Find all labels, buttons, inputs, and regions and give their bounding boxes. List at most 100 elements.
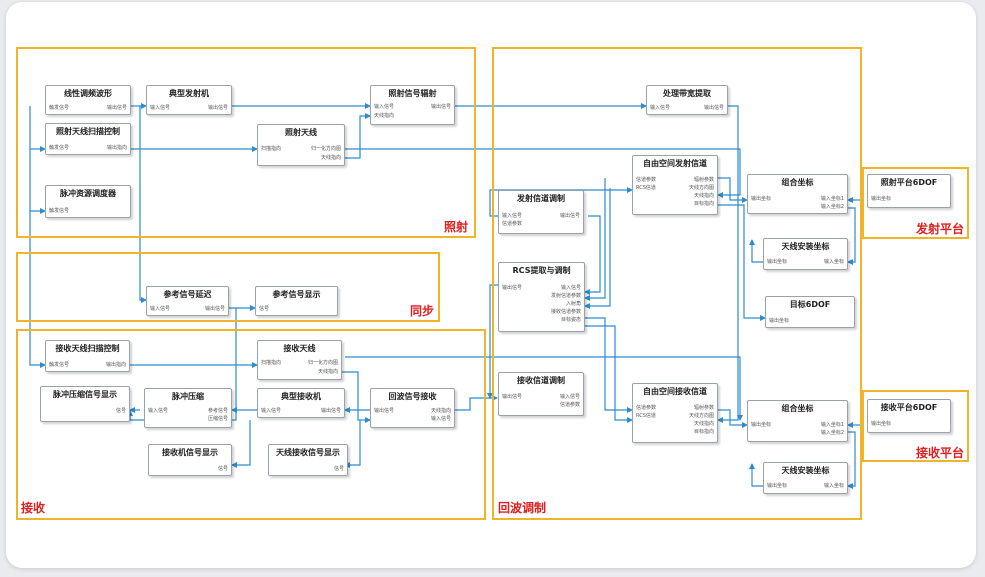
block-title: 典型接收机 xyxy=(281,392,321,401)
reference-delay-block[interactable]: 参考信号延迟 输入信号 输出信号 xyxy=(146,286,229,316)
rx-scan-control-block[interactable]: 接收天线扫描控制 触发信号 输出指向 xyxy=(45,340,130,372)
wire xyxy=(487,284,498,399)
block-title: 线性调频波形 xyxy=(64,89,112,98)
block-title: 接收平台6DOF xyxy=(880,403,938,412)
illumination-platform-6dof-block[interactable]: 照射平台6DOF 输出坐标 xyxy=(867,174,951,208)
pulse-compression-block[interactable]: 脉冲压缩 输入信号 参考信号 压缩信号 xyxy=(144,388,232,428)
rcs-extract-mod-block[interactable]: RCS提取与调制 输出信号 输入信号 发射信道参数 入射角 接收信道参数 目标姿… xyxy=(498,262,585,332)
block-title: 处理带宽提取 xyxy=(663,89,711,98)
port-label: 信道参数 xyxy=(636,405,657,411)
port-label: 天线指向 xyxy=(693,193,714,199)
block-title: 回波信号接收 xyxy=(388,392,437,401)
block-title: 接收天线 xyxy=(283,344,316,353)
port-label: 输出信号 xyxy=(502,394,523,400)
port-label: 目标指向 xyxy=(693,201,714,207)
pulse-compression-display-block[interactable]: 脉冲压缩信号显示 信号 xyxy=(40,386,130,422)
block-title: 照射天线扫描控制 xyxy=(56,127,120,136)
port-label: 信号 xyxy=(333,466,344,472)
combo-coord-rx-block[interactable]: 组合坐标 输出坐标 输入坐标1 输入坐标2 xyxy=(747,400,848,442)
port-label: 信道参数 xyxy=(636,177,657,183)
port-label: 输出信号 xyxy=(106,105,127,111)
port-label: 输出信号 xyxy=(207,105,228,111)
port-label: 输出信号 xyxy=(204,306,225,312)
port-label: 输出指向 xyxy=(105,362,126,368)
echo-group xyxy=(492,47,862,520)
port-label: 信号 xyxy=(115,408,126,414)
port-label: 触发信号 xyxy=(49,362,70,368)
port-label: 输出坐标 xyxy=(769,318,790,324)
wire xyxy=(584,215,601,295)
port-label: 发射信道参数 xyxy=(550,293,581,299)
free-space-rx-channel-block[interactable]: 自由空间接收信道 信道参数 RCS信道 辐射参数 天线方向图 天线指向 目标指向 xyxy=(632,383,718,443)
receive-group xyxy=(16,329,486,520)
port-label: 输入信号 xyxy=(502,213,523,219)
reference-display-block[interactable]: 参考信号显示 信号 xyxy=(255,286,338,316)
port-label: 参考信号 xyxy=(207,408,228,414)
target-6dof-block[interactable]: 目标6DOF 输出坐标 xyxy=(765,296,855,328)
typical-transmitter-block[interactable]: 典型发射机 输入信号 输出信号 xyxy=(146,85,232,115)
block-title: 接收信道调制 xyxy=(517,376,565,385)
port-label: 目标指向 xyxy=(693,429,714,435)
receiver-display-block[interactable]: 接收机信号显示 信号 xyxy=(148,444,232,476)
block-title: 照射平台6DOF xyxy=(880,178,938,187)
antenna-coord-rx-block[interactable]: 天线安装坐标 输出坐标 输入坐标 xyxy=(763,462,848,494)
lfm-waveform-block[interactable]: 线性调频波形 触发信号 输出信号 xyxy=(45,85,131,115)
port-label: 输入信号 xyxy=(150,306,171,312)
port-label: 输入信号 xyxy=(560,285,581,291)
block-title: 组合坐标 xyxy=(781,178,814,187)
port-label: 触发信号 xyxy=(49,145,70,151)
block-title: 天线接收信号显示 xyxy=(276,448,340,457)
block-title: 接收天线扫描控制 xyxy=(55,344,120,353)
echo-receive-block[interactable]: 回波信号接收 天线指向 输入信号 输出信号 xyxy=(370,388,455,428)
port-label: 天线指向 xyxy=(320,155,341,161)
port-label: 信号 xyxy=(259,306,270,312)
illumination-scan-control-block[interactable]: 照射天线扫描控制 触发信号 输出指向 xyxy=(45,123,131,155)
block-title: 天线安装坐标 xyxy=(781,466,830,475)
port-label: 输入坐标2 xyxy=(820,204,844,210)
port-label: 输出坐标 xyxy=(871,196,892,202)
wire xyxy=(718,204,766,321)
tx-channel-mod-block[interactable]: 发射信道调制 输入信号 信道参数 输出信号 xyxy=(498,190,584,234)
illumination-antenna-block[interactable]: 照射天线 扫描指向 归一化方向图 天线指向 xyxy=(257,124,345,166)
port-label: 目标姿态 xyxy=(560,317,581,323)
wire xyxy=(342,371,371,423)
illumination-radiation-block[interactable]: 照射信号辐射 输入信号 天线指向 输出信号 xyxy=(370,85,455,125)
port-label: 信道参数 xyxy=(502,221,523,227)
typical-receiver-block[interactable]: 典型接收机 输入信号 输出信号 xyxy=(257,388,345,418)
port-label: 天线指向 xyxy=(317,369,338,375)
wire xyxy=(344,420,361,468)
port-label: 输出信号 xyxy=(703,105,724,111)
pulse-scheduler-block[interactable]: 脉冲资源调度器 触发信号 xyxy=(45,185,131,218)
antenna-rx-display-block[interactable]: 天线接收信号显示 信号 xyxy=(268,444,348,476)
port-label: 输出坐标 xyxy=(767,483,788,489)
port-label: 归一化方向图 xyxy=(307,360,338,366)
rx-platform-6dof-block[interactable]: 接收平台6DOF 输出坐标 xyxy=(867,399,951,433)
sync-group-label: 同步 xyxy=(410,304,435,318)
port-label: 入射角 xyxy=(565,301,581,307)
block-title: 自由空间接收信道 xyxy=(643,387,707,396)
port-label: 输出坐标 xyxy=(751,422,772,428)
block-title: 组合坐标 xyxy=(781,404,814,413)
wire xyxy=(847,431,856,489)
bandwidth-extract-block[interactable]: 处理带宽提取 输入信号 输出信号 xyxy=(646,85,728,115)
port-label: 输出信号 xyxy=(430,104,451,110)
port-label: 输出信号 xyxy=(374,408,395,414)
port-label: 输出坐标 xyxy=(767,259,788,265)
free-space-tx-channel-block[interactable]: 自由空间发射信道 信道参数 RCS信道 辐射参数 天线方向图 天线指向 目标指向 xyxy=(632,155,718,215)
port-label: 输出信号 xyxy=(559,213,580,219)
port-label: 输入坐标 xyxy=(823,259,844,265)
combo-coord-tx-block[interactable]: 组合坐标 输出坐标 输入坐标1 输入坐标2 xyxy=(747,174,848,214)
rx-antenna-block[interactable]: 接收天线 扫描指向 归一化方向图 天线指向 xyxy=(257,340,342,380)
wire xyxy=(29,211,46,368)
wire xyxy=(584,188,611,309)
wire xyxy=(584,178,606,301)
antenna-coord-tx-block[interactable]: 天线安装坐标 输出坐标 输入坐标 xyxy=(763,238,848,270)
block-title: 接收机信号显示 xyxy=(162,448,218,457)
block-title: 照射信号辐射 xyxy=(388,89,437,98)
rx-channel-mod-block[interactable]: 接收信道调制 输入信号 信道参数 输出信号 xyxy=(498,372,584,416)
port-label: 压缩信号 xyxy=(207,416,228,422)
port-label: 输入信号 xyxy=(148,408,169,414)
block-title: 目标6DOF xyxy=(789,300,831,309)
port-label: RCS信道 xyxy=(636,185,656,191)
